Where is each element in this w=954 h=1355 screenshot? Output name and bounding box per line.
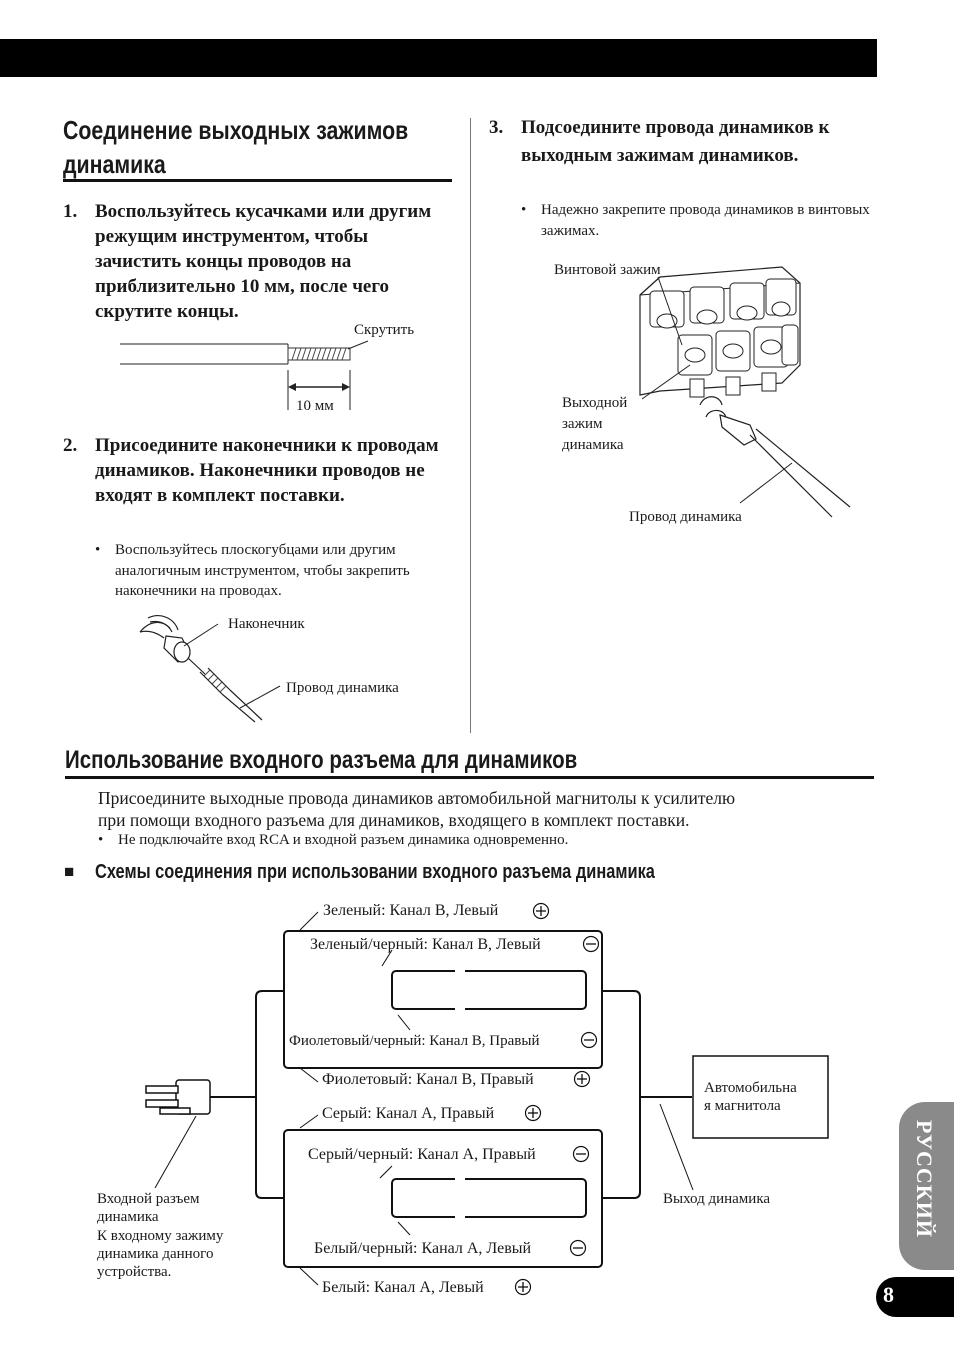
step-1: 1. Воспользуйтесь кусачками или другим р… <box>63 199 453 324</box>
section2-paragraph-line2: при помощи входного разъема для динамико… <box>98 810 690 830</box>
length-label: 10 мм <box>296 398 334 414</box>
section2-title: Использование входного разъема для динам… <box>65 746 578 774</box>
step-1-number: 1. <box>63 201 78 222</box>
column-divider <box>470 118 471 733</box>
step-2-bullet: • Воспользуйтесь плоскогубцами или други… <box>95 540 455 602</box>
twist-label: Скрутить <box>354 322 415 338</box>
speaker-output-label: Выход динамика <box>663 1191 771 1207</box>
section-title-rule <box>63 179 452 182</box>
step-3-bullet: • Надежно закрепите провода динамиков в … <box>521 200 881 241</box>
wire-label-gray: Серый: Канал A, Правый <box>322 1105 495 1122</box>
wire-label-right: Провод динамика <box>629 509 742 525</box>
wire-label-white: Белый: Канал A, Левый <box>322 1279 484 1296</box>
step-3-text: Подсоедините провода динамиков к выходны… <box>521 117 830 166</box>
section2-bullet: • Не подключайте вход RCA и входной разъ… <box>98 830 798 851</box>
diagram-subheading: Схемы соединения при использовании входн… <box>95 861 655 883</box>
language-tab: РУССКИЙ <box>899 1102 954 1270</box>
crimp-terminal-figure <box>139 615 281 723</box>
step-3: 3. Подсоедините провода динамиков к выхо… <box>489 114 889 170</box>
header-bar <box>0 39 877 77</box>
output-terminal-label: Выходной зажим динамика <box>562 395 628 453</box>
subhead-marker: ■ <box>64 862 75 881</box>
section-title-line1: Соединение выходных зажимов <box>63 115 409 145</box>
page-number-badge: 8 <box>876 1277 954 1317</box>
wire-label-violet-black: Фиолетовый/черный: Канал B, Правый <box>289 1033 540 1049</box>
section2-rule <box>65 776 874 779</box>
language-tab-label: РУССКИЙ <box>912 1120 937 1238</box>
section-title-line2: динамика <box>63 149 166 179</box>
wire-label-gray-black: Серый/черный: Канал A, Правый <box>308 1146 536 1163</box>
step-3-bullet-text: Надежно закрепите провода динамиков в ви… <box>541 202 870 239</box>
step-2-text: Присоедините наконечники к проводам дина… <box>95 435 439 506</box>
section2-paragraph-line1: Присоедините выходные провода динамиков … <box>98 788 736 808</box>
step-2-number: 2. <box>63 435 78 456</box>
page-number: 8 <box>883 1282 894 1307</box>
section-title: Соединение выходных зажимов динамика <box>63 113 408 181</box>
input-connector-label: Входной разъем динамика К входному зажим… <box>97 1191 224 1281</box>
stripped-wire-figure <box>120 340 369 410</box>
head-unit-box <box>692 1055 829 1139</box>
step-2-bullet-text: Воспользуйтесь плоскогубцами или другим … <box>115 542 410 599</box>
section2-paragraph: Присоедините выходные провода динамиков … <box>98 787 735 831</box>
screw-clamp-label: Винтовой зажим <box>554 262 661 278</box>
wire-label-green-black: Зеленый/черный: Канал B, Левый <box>310 936 541 953</box>
wire-label-white-black: Белый/черный: Канал A, Левый <box>314 1240 532 1257</box>
step-1-text: Воспользуйтесь кусачками или другим режу… <box>95 201 432 322</box>
step-3-number: 3. <box>489 117 504 138</box>
wire-label-left: Провод динамика <box>286 680 399 696</box>
wiring-diagram <box>145 902 829 1296</box>
terminal-label: Наконечник <box>228 616 305 632</box>
section2-bullet-text: Не подключайте вход RCA и входной разъем… <box>118 832 569 848</box>
step-2: 2. Присоедините наконечники к проводам д… <box>63 433 453 508</box>
wire-label-violet: Фиолетовый: Канал B, Правый <box>322 1071 534 1088</box>
terminal-block-figure <box>639 266 851 518</box>
wire-label-green: Зеленый: Канал B, Левый <box>323 902 499 919</box>
head-unit-label: Автомобильна я магнитола <box>704 1080 797 1114</box>
